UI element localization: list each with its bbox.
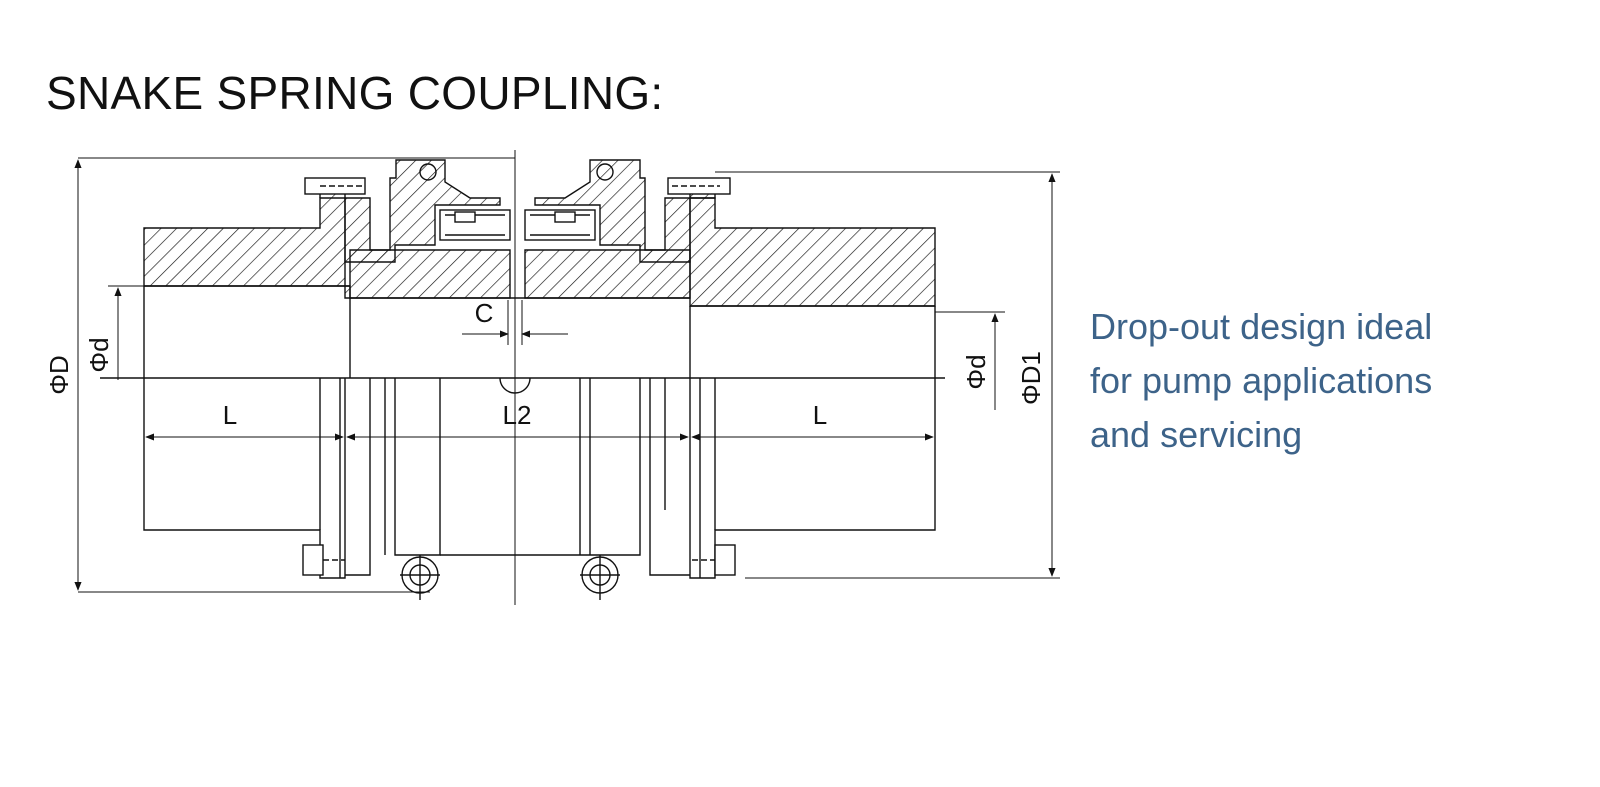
- spring-grid: [439, 209, 596, 241]
- label-outer-diameter: ΦD: [44, 355, 74, 395]
- dimension-outer-diameter-right: [715, 171, 1060, 579]
- label-gap: C: [475, 298, 494, 328]
- label-center-length: L2: [503, 400, 532, 430]
- cover-section: [344, 159, 691, 263]
- label-outer-diameter-right: ΦD1: [1016, 351, 1046, 405]
- page-title: SNAKE SPRING COUPLING:: [46, 67, 664, 119]
- axis-pin: [499, 377, 531, 394]
- dimension-bore-left: [108, 285, 144, 380]
- top-pin-left: [419, 163, 437, 181]
- label-hub-length-left: L: [223, 400, 237, 430]
- dimension-bore-right: [935, 311, 1005, 410]
- label-bore-left: Φd: [84, 337, 114, 372]
- caption-line: Drop-out design ideal: [1090, 306, 1433, 347]
- dimension-gap: [462, 300, 568, 345]
- right-hub-section: [689, 181, 936, 307]
- center-hub-section: [349, 249, 691, 299]
- top-pin-right: [596, 163, 614, 181]
- bottom-pin-left: [400, 555, 440, 600]
- top-bolt-right: [667, 177, 731, 195]
- left-hub-section: [143, 181, 351, 299]
- bottom-bolt-right: [714, 544, 736, 576]
- feature-caption: Drop-out design ideal for pump applicati…: [1090, 300, 1560, 462]
- bottom-pin-right: [580, 555, 620, 600]
- bottom-bolt-left: [302, 544, 324, 576]
- caption-line: and servicing: [1090, 414, 1303, 455]
- dimension-outer-diameter: [74, 157, 515, 593]
- top-bolt-left: [304, 177, 366, 195]
- label-bore-right: Φd: [961, 354, 991, 389]
- label-hub-length-right: L: [813, 400, 827, 430]
- caption-line: for pump applications: [1090, 360, 1433, 401]
